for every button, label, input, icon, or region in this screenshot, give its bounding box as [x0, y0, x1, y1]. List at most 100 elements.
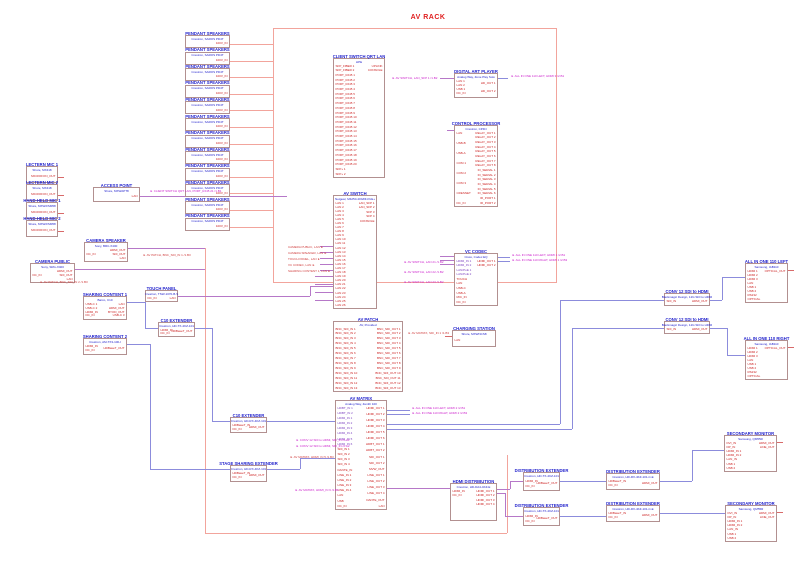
block-title: SECONDARY MONITOR: [726, 430, 775, 436]
pin-label: DC_IN: [608, 515, 618, 520]
pin-label: USB-A: [456, 150, 466, 155]
pin-label: 100V_IN: [215, 157, 228, 162]
block-title: ACCESS POINT: [100, 182, 133, 188]
pin-label: BNC_SDI_OUT 9: [377, 366, 401, 370]
connection-line: [300, 458, 301, 469]
connection-line: [320, 246, 333, 247]
connection-line: [387, 410, 410, 411]
pin-label: RELAY_OUT 3: [475, 139, 496, 144]
block-title: PENDANT SPEAKERS: [185, 163, 230, 169]
pin-label: DC_IN: [456, 91, 466, 96]
pin-label: LAN_SFP 1: [358, 200, 375, 205]
connection-line: [230, 144, 273, 145]
pin-label: PORT_RJ45 13: [335, 129, 357, 134]
connection-line: [315, 300, 333, 301]
pin-label: HDBaseT_OUT: [103, 346, 125, 351]
connection-line: [440, 78, 454, 79]
connection-line: [230, 110, 273, 111]
block-title: AV PATCH: [357, 316, 379, 322]
connection-line: [440, 256, 454, 257]
pin-label: HDBaseT_IN: [232, 471, 251, 476]
block-title: C10 EXTENDER: [160, 317, 193, 323]
block-subtitle: Crestron, SAROS PD4T: [191, 219, 224, 224]
pin-label: SFP+ 1: [335, 166, 346, 171]
pin-label: BNC_SDI_OUT 5: [377, 346, 401, 351]
block-subtitle: Crestron, SAROS PD4T: [191, 136, 224, 141]
pins-right: 100V_IN: [216, 108, 228, 113]
pin-label: HDMI_OUT 5: [366, 430, 385, 435]
pin-label: HDMI_OUT 1: [477, 258, 496, 263]
block-title: PENDANT SPEAKERS: [185, 63, 230, 69]
connection-line: [58, 213, 64, 214]
pin-label: CONSOLE: [359, 219, 375, 224]
pins-right: 100V_IN: [216, 191, 228, 196]
block-title: PENDANT SPEAKERS: [185, 179, 230, 185]
block-title: DISTRIBUTION EXTENDER: [514, 467, 569, 473]
pin-label: HDMI_OUT 3: [366, 417, 385, 422]
pin-label: DVI_IN: [726, 440, 737, 445]
pin-label: DC_IN: [86, 251, 96, 256]
pin-label: HDBT_OUT 1: [365, 442, 385, 447]
block-title: VC CODEC: [464, 248, 488, 254]
block-subtitle: Crestron, SAROS PD4T: [191, 102, 224, 107]
pin-label: DC_IN: [232, 475, 242, 480]
connection-line: [447, 130, 454, 131]
connection-line: [145, 328, 158, 329]
pin-label: COM 3: [456, 180, 467, 185]
pin-label: 100V_IN: [215, 57, 228, 62]
block-title: PENDANT SPEAKERS: [185, 80, 230, 86]
pin-label: LAN 21: [335, 282, 346, 287]
pin-label: HDMI_OUT: [691, 327, 708, 332]
pin-label: HDMI_IN: [452, 488, 465, 493]
pin-label: BNC_SDI_OUT 8: [377, 361, 401, 366]
